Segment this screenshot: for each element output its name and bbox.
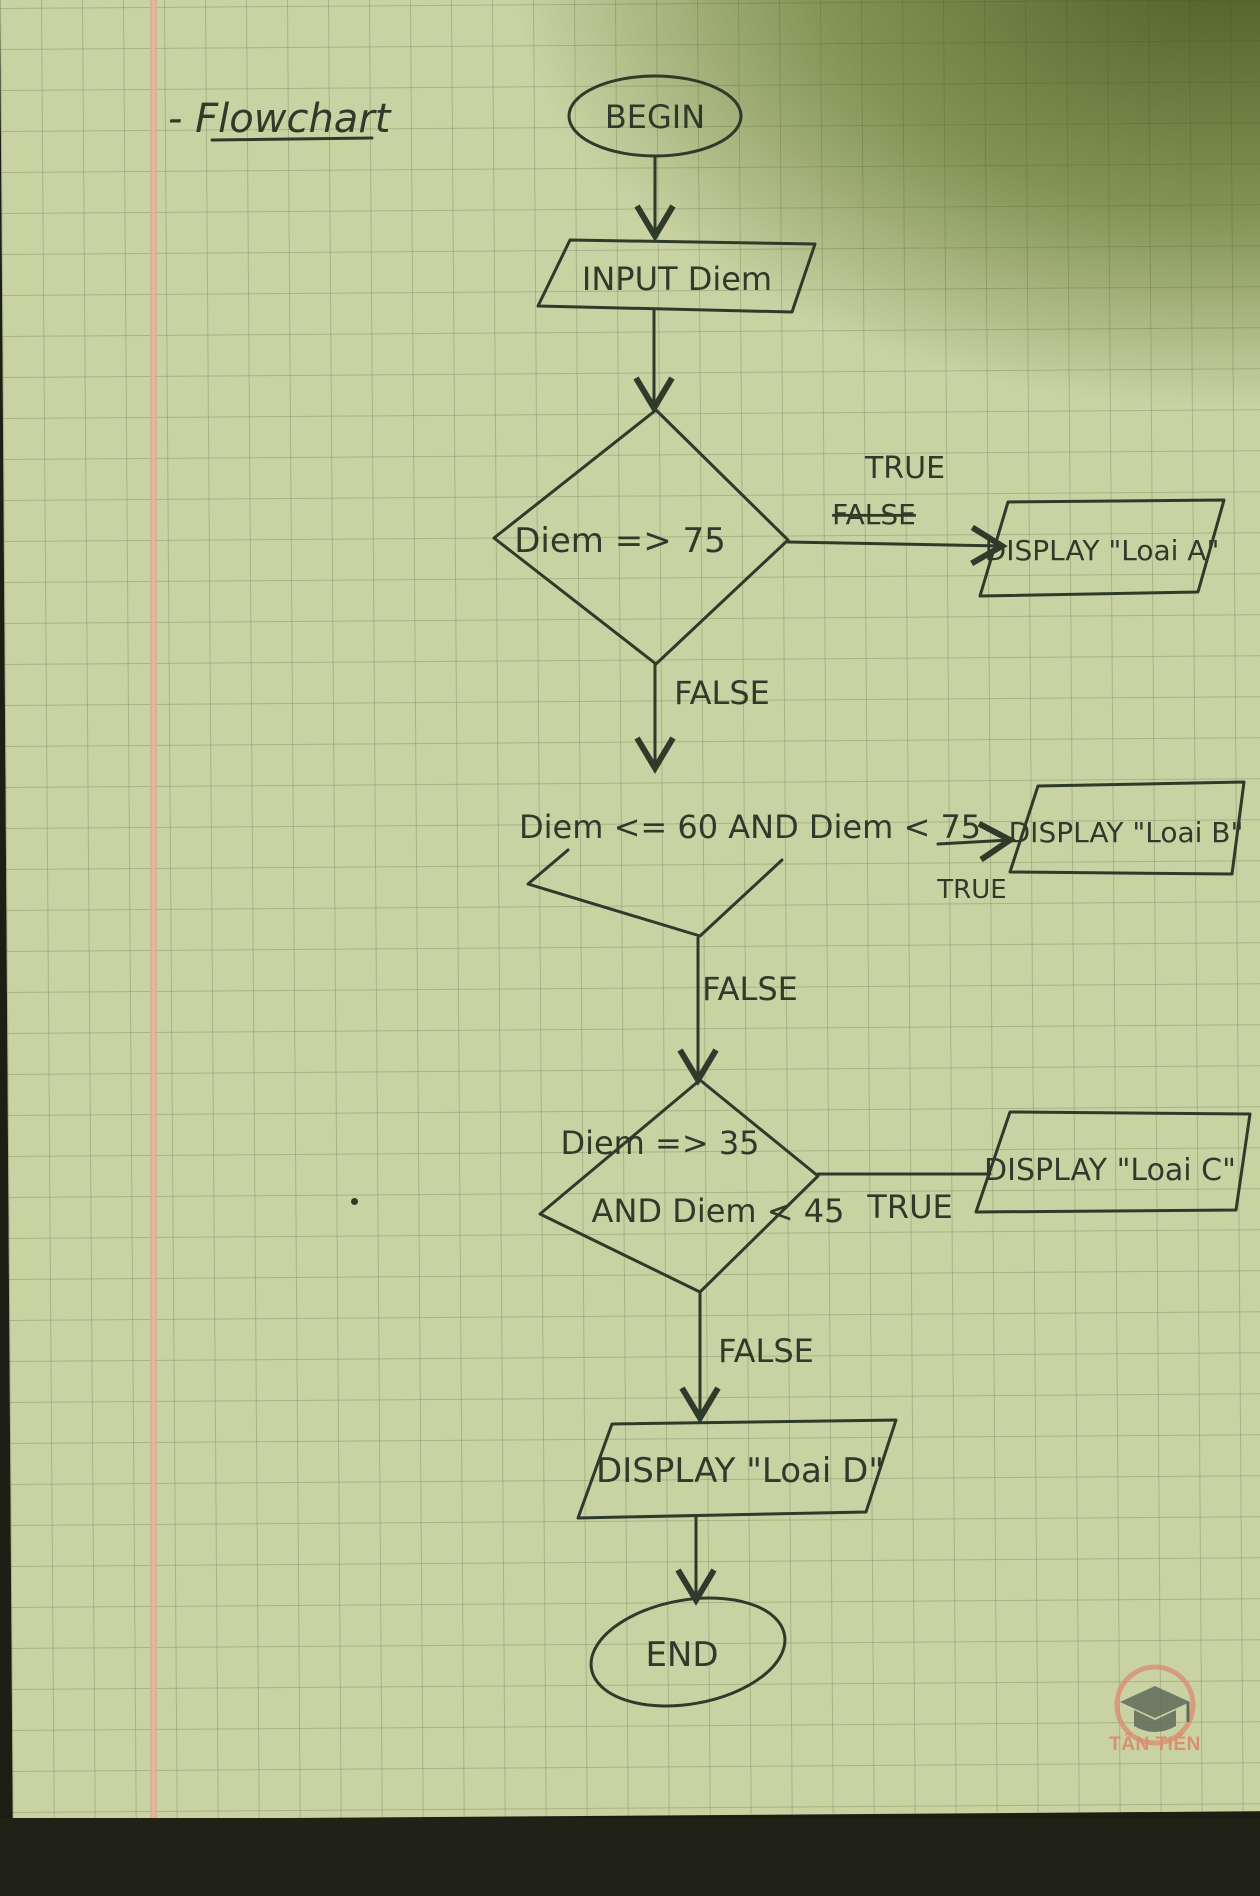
- watermark-text: TÂN TIẾN: [1109, 1734, 1201, 1755]
- begin-label: BEGIN: [605, 98, 705, 136]
- output-a-label: DISPLAY "Loai A": [985, 534, 1220, 567]
- page-heading: - Flowchart: [168, 96, 392, 142]
- output-b-label: DISPLAY "Loai B": [1009, 816, 1244, 849]
- decision-2-label: Diem <= 60 AND Diem < 75: [519, 808, 981, 846]
- input-label: INPUT Diem: [582, 260, 772, 298]
- edge-d1-true: [786, 524, 1008, 567]
- graduation-cap-icon: [1114, 1664, 1196, 1746]
- end-label: END: [645, 1635, 718, 1675]
- d1-false-label: FALSE: [674, 674, 770, 712]
- ink-dot: [351, 1198, 358, 1205]
- decision-1-label: Diem => 75: [514, 521, 726, 561]
- d1-true-label: TRUE: [864, 451, 945, 486]
- output-d-box: [576, 1418, 898, 1520]
- margin-line: [150, 0, 157, 1820]
- decision-3: [538, 1078, 820, 1294]
- desk-edge: [0, 1818, 1260, 1896]
- d2-true-label: TRUE: [936, 875, 1006, 905]
- output-a-box: [978, 498, 1226, 598]
- d1-struck-label: FALSE: [832, 498, 916, 531]
- input-box: [536, 238, 817, 314]
- d3-false-label: FALSE: [718, 1332, 814, 1370]
- end-terminal: [589, 1596, 787, 1708]
- edge-d2-true: [936, 821, 1016, 863]
- decision-3-label-2: AND Diem < 45: [592, 1192, 845, 1230]
- heading-underline: [210, 136, 374, 142]
- d2-false-label: FALSE: [702, 970, 798, 1008]
- decision-3-label-1: Diem => 35: [560, 1124, 759, 1162]
- decision-2: [526, 848, 784, 938]
- d3-true-label: TRUE: [866, 1188, 952, 1226]
- output-c-label: DISPLAY "Loai C": [984, 1153, 1236, 1188]
- output-d-label: DISPLAY "Loai D": [596, 1451, 884, 1491]
- output-b-box: [1008, 780, 1246, 876]
- output-c-box: [974, 1110, 1252, 1214]
